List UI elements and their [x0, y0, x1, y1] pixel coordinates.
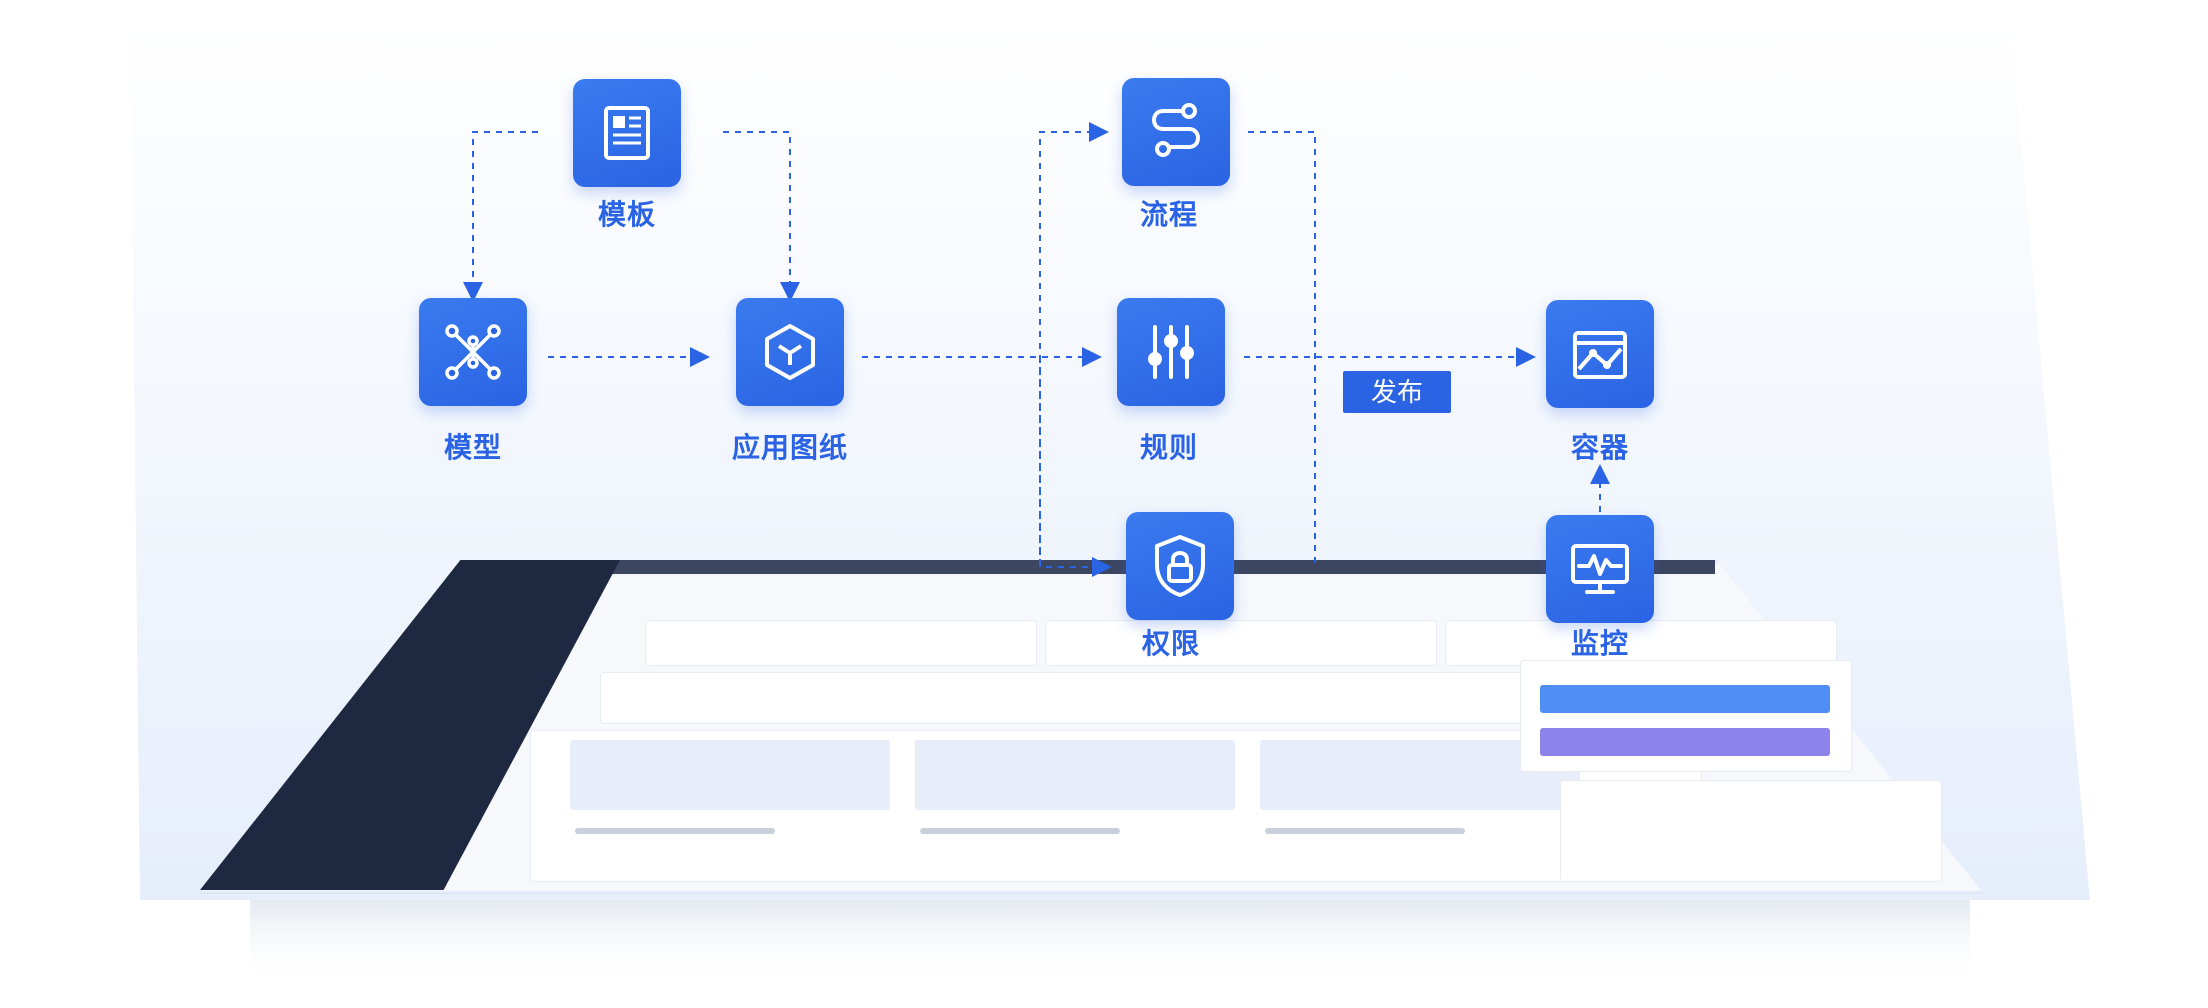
shield-lock-icon	[1155, 535, 1205, 597]
permission-node[interactable]	[1126, 512, 1234, 620]
process-node[interactable]	[1122, 78, 1230, 186]
dashboard-video-banner	[1540, 685, 1830, 713]
dashboard-text-line	[575, 828, 775, 834]
container-box-icon	[1573, 331, 1627, 379]
dashboard-video-banner	[1540, 728, 1830, 756]
rules-label: 规则	[1139, 432, 1198, 463]
container-label: 容器	[1570, 432, 1629, 463]
dashboard-thumbnail	[570, 740, 890, 810]
monitor-pulse-icon	[1571, 544, 1629, 594]
blueprint-label: 应用图纸	[731, 432, 848, 463]
monitor-node[interactable]	[1546, 515, 1654, 623]
dashboard-thumbnail	[915, 740, 1235, 810]
permission-label: 权限	[1141, 628, 1200, 659]
network-nodes-icon	[445, 324, 501, 380]
container-node[interactable]	[1546, 300, 1654, 408]
dashboard-news-panel	[1560, 780, 1942, 882]
template-label: 模板	[597, 199, 656, 230]
model-node[interactable]	[419, 298, 527, 406]
dashboard-topbar	[465, 560, 1715, 574]
sliders-icon	[1148, 325, 1194, 379]
rules-node[interactable]	[1117, 298, 1225, 406]
model-label: 模型	[443, 432, 502, 463]
process-label: 流程	[1139, 199, 1198, 230]
cube-icon	[765, 324, 815, 380]
publish-tag: 发布	[1343, 371, 1451, 413]
process-path-icon	[1152, 103, 1200, 157]
dashboard-preview	[200, 560, 1984, 894]
template-node[interactable]	[573, 79, 681, 187]
document-icon	[604, 106, 650, 160]
dashboard-text-line	[1265, 828, 1465, 834]
monitor-label: 监控	[1570, 628, 1629, 659]
dashboard-stat-card	[645, 620, 1037, 666]
blueprint-node[interactable]	[736, 298, 844, 406]
dashboard-stat-card	[1045, 620, 1437, 666]
dashboard-text-line	[920, 828, 1120, 834]
